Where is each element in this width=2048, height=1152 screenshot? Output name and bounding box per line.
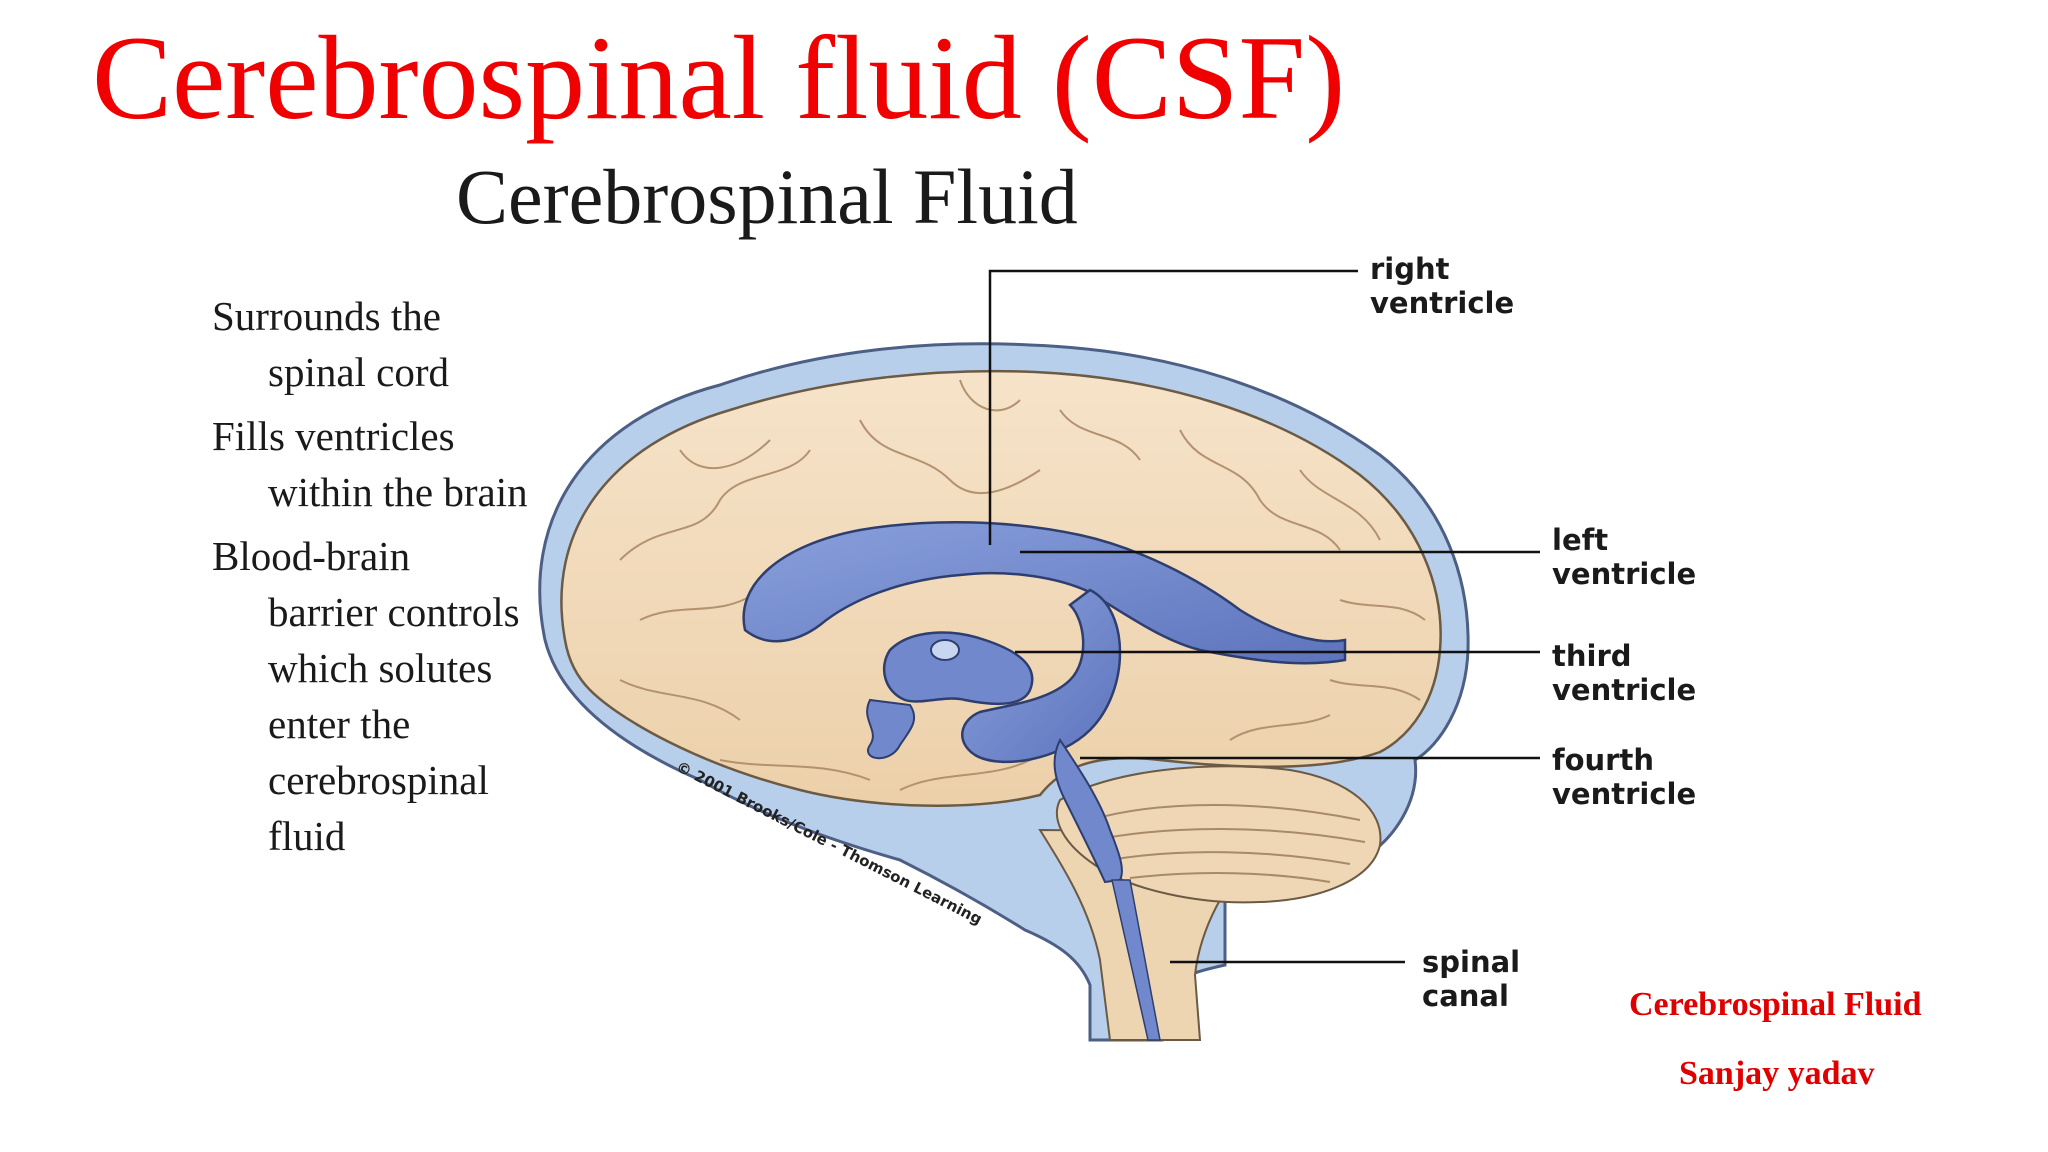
bullet-3-line-6: fluid — [268, 813, 346, 859]
leader-lines — [988, 269, 1540, 964]
bullet-list: Surrounds the spinal cord Fills ventricl… — [212, 288, 528, 872]
slide-title: Cerebrospinal fluid (CSF) — [92, 11, 1346, 144]
bullet-3-line-1: Blood-brain — [212, 533, 411, 579]
label-spinal-canal-line-1: spinal — [1422, 945, 1521, 979]
bullet-2-line-1: Fills ventricles — [212, 413, 455, 459]
lateral-ventricle-shape — [742, 520, 1347, 665]
spinal-canal-shape — [1111, 879, 1161, 1041]
ventricle-system — [742, 520, 1347, 1041]
inferior-horn-shape — [961, 588, 1122, 764]
brain-folds — [619, 379, 1426, 791]
label-right-ventricle-line-2: ventricle — [1370, 286, 1515, 320]
bullet-3-line-4: enter the — [268, 701, 411, 747]
bullet-3: Blood-brain barrier controls which solut… — [212, 528, 528, 864]
label-left-ventricle: left ventricle — [1552, 523, 1696, 591]
bullet-3-line-5: cerebrospinal — [268, 757, 489, 803]
label-right-ventricle: right ventricle — [1370, 252, 1514, 320]
label-spinal-canal-line-2: canal — [1422, 979, 1509, 1013]
bullet-1-line-2: spinal cord — [268, 349, 450, 395]
label-left-ventricle-line-1: left — [1552, 523, 1609, 557]
figure-title: Cerebrospinal Fluid — [456, 153, 1078, 240]
label-fourth-ventricle-line-1: fourth — [1552, 743, 1654, 777]
bullet-2-line-2: within the brain — [268, 469, 528, 515]
foramen-shape — [866, 698, 916, 760]
credit-line-2: Sanjay yadav — [1679, 1055, 1875, 1092]
label-left-ventricle-line-2: ventricle — [1552, 557, 1697, 591]
cerebrum — [560, 369, 1442, 807]
label-fourth-ventricle-line-2: ventricle — [1552, 777, 1697, 811]
bullet-1: Surrounds the spinal cord — [212, 288, 528, 400]
label-third-ventricle-line-2: ventricle — [1552, 673, 1697, 707]
credit-line-1: Cerebrospinal Fluid — [1629, 986, 1922, 1023]
bullet-1-line-1: Surrounds the — [212, 293, 441, 339]
bullet-3-line-2: barrier controls — [268, 589, 520, 635]
label-third-ventricle: third ventricle — [1552, 639, 1696, 707]
bullet-3-line-3: which solutes — [268, 645, 493, 691]
bullet-2: Fills ventricles within the brain — [212, 408, 528, 520]
label-right-ventricle-line-1: right — [1370, 252, 1450, 286]
third-ventricle-shape — [882, 631, 1034, 706]
right-ventricle-leader — [988, 269, 1358, 545]
label-third-ventricle-line-1: third — [1552, 639, 1632, 673]
label-spinal-canal: spinal canal — [1422, 945, 1520, 1013]
label-fourth-ventricle: fourth ventricle — [1552, 743, 1696, 811]
